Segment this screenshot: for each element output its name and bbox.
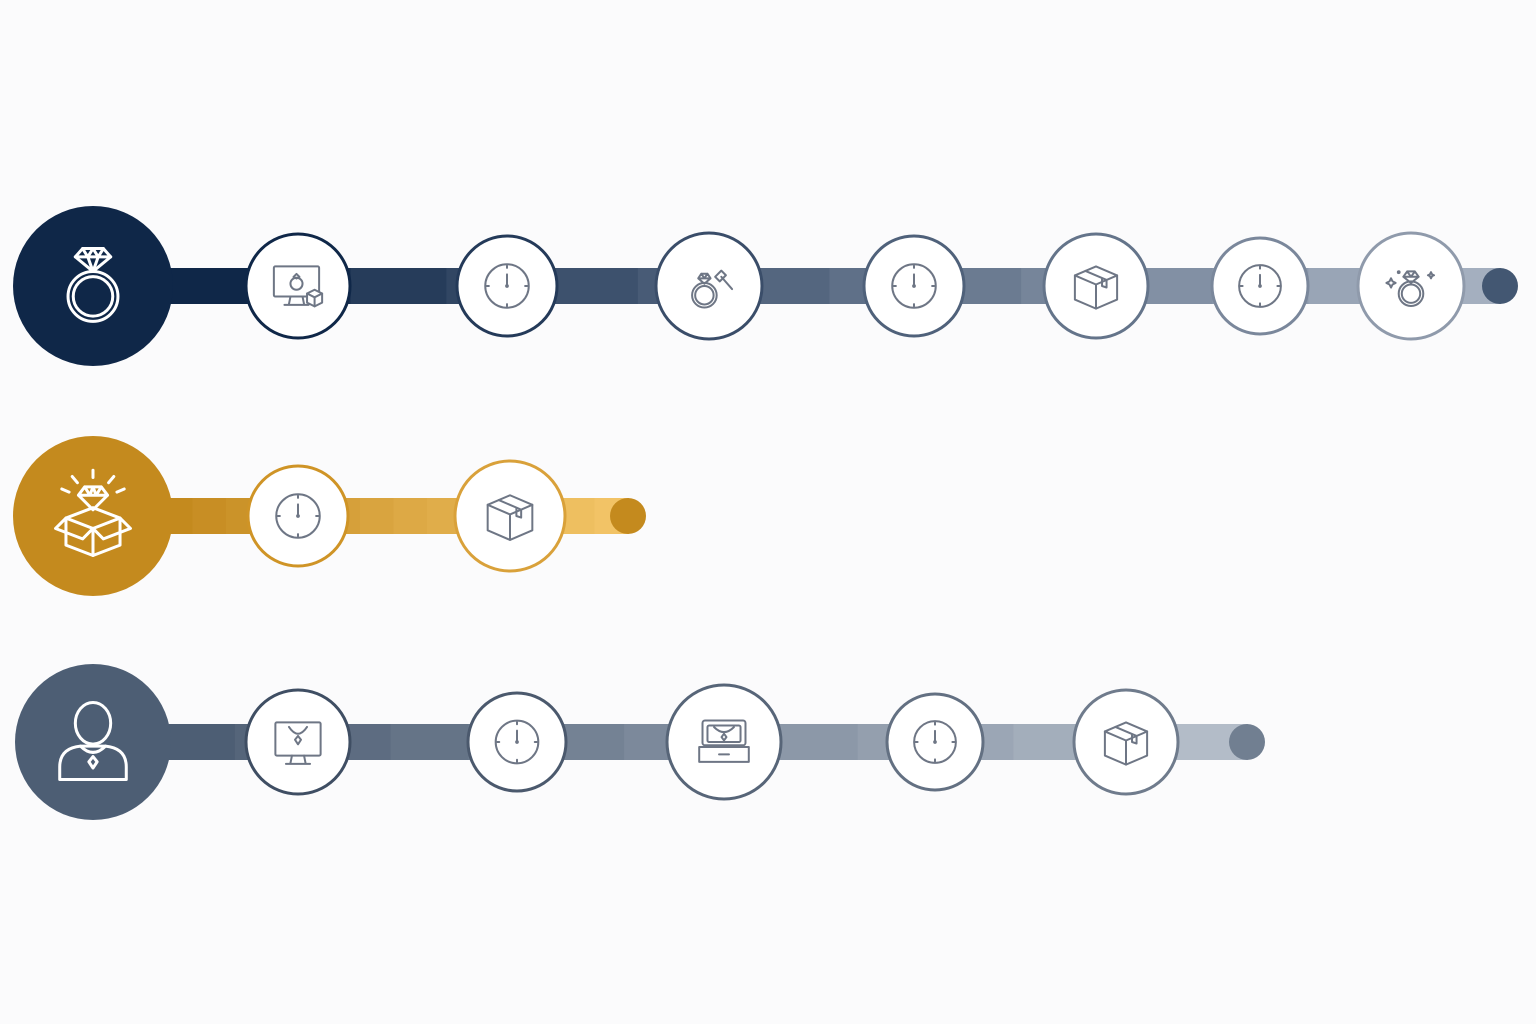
track-end-dot — [1229, 724, 1265, 760]
track-segment — [779, 724, 859, 760]
clock-icon — [913, 720, 957, 764]
step-node-circle — [654, 231, 764, 341]
step-node-4 — [862, 234, 966, 338]
step-node-2 — [455, 234, 559, 338]
step-node-5 — [1042, 232, 1150, 340]
box-icon — [486, 494, 534, 541]
hub-ring — [13, 206, 173, 366]
diamond-ring-icon — [66, 247, 120, 323]
person-necklace-icon — [58, 700, 128, 781]
ring-hammer-icon — [691, 269, 734, 309]
clock-icon — [891, 263, 937, 309]
step-node-4 — [885, 692, 985, 792]
step-node-circle — [244, 232, 352, 340]
track-end-dot — [1482, 268, 1518, 304]
jewelry-box-necklace-icon — [698, 719, 750, 763]
track-segment — [561, 498, 596, 534]
step-node-5 — [1072, 688, 1180, 796]
timeline-row-person — [15, 664, 1265, 820]
step-node-2 — [466, 691, 568, 793]
track-segment — [192, 498, 227, 534]
track-segment — [390, 724, 470, 760]
clock-icon — [1238, 264, 1282, 308]
sparkling-ring-icon — [1385, 270, 1436, 307]
track-segment — [159, 268, 256, 304]
step-node-2 — [453, 459, 567, 573]
step-node-3 — [665, 683, 783, 801]
hub-circle — [13, 436, 173, 596]
open-box-diamond-icon — [54, 468, 132, 558]
step-node-1 — [244, 688, 352, 796]
track-end-dot — [610, 498, 646, 534]
track-segment — [393, 498, 428, 534]
timeline-row-ring — [13, 206, 1518, 366]
clock-icon — [275, 493, 321, 539]
hub-person — [15, 664, 171, 820]
step-node-7 — [1356, 231, 1466, 341]
clock-icon — [494, 719, 540, 765]
step-node-circle — [244, 688, 352, 796]
timeline-track — [159, 268, 1518, 304]
hub-gift — [13, 436, 173, 596]
step-node-3 — [654, 231, 764, 341]
clock-icon — [484, 263, 530, 309]
step-node-6 — [1210, 236, 1310, 336]
monitor-ring-box-icon — [272, 265, 324, 308]
step-node-circle — [1356, 231, 1466, 341]
box-icon — [1103, 721, 1149, 766]
step-node-1 — [246, 464, 350, 568]
timeline-row-gift — [13, 436, 646, 596]
track-segment — [360, 498, 395, 534]
box-icon — [1073, 265, 1119, 310]
hub-circle — [15, 664, 171, 820]
timeline-track — [159, 498, 646, 534]
monitor-necklace-icon — [274, 721, 322, 765]
track-segment — [350, 268, 448, 304]
step-node-1 — [244, 232, 352, 340]
hub-circle — [13, 206, 173, 366]
